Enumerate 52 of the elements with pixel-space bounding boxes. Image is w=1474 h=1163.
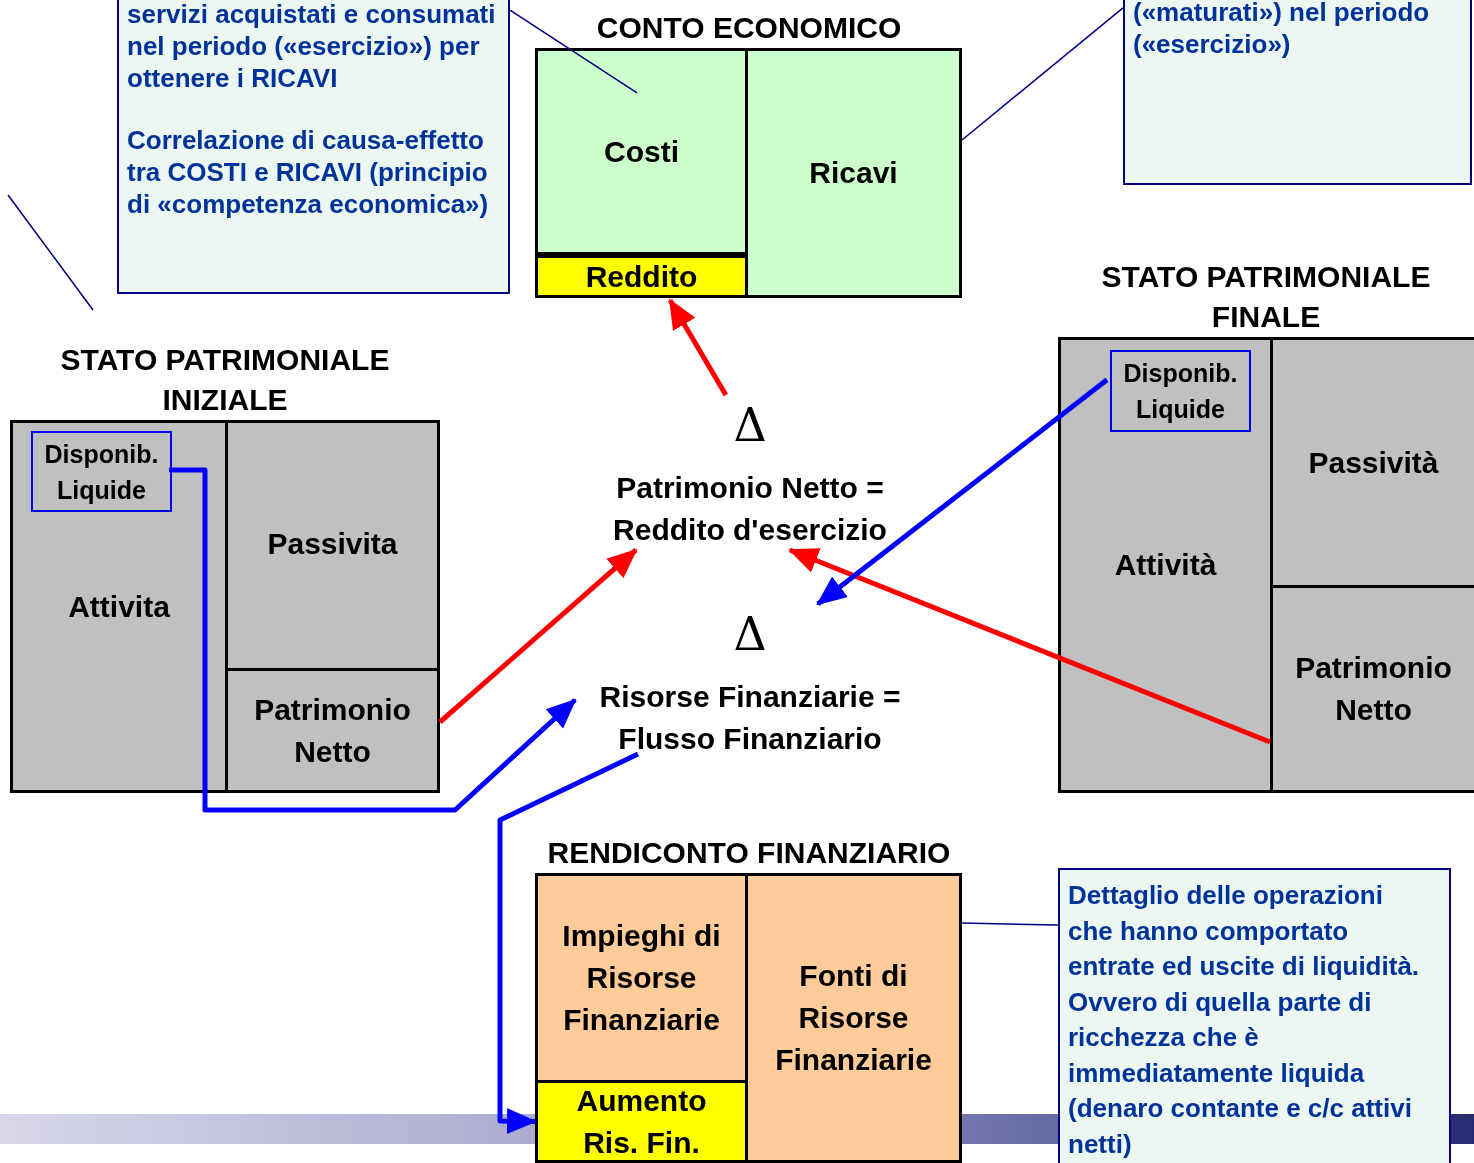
cell-label: Disponib. Liquide [43,438,160,506]
cell-label: Fonti di Risorse Finanziarie [774,958,933,1078]
table-section [535,48,748,255]
arrow [438,548,638,724]
delta-symbol: Δ [733,606,767,663]
cash-box [1110,350,1251,432]
table-title: CONTO ECONOMICO [596,10,902,46]
cell-label: Risorse Finanziarie = Flusso Finanziario [598,679,902,757]
cell-label: Attivita [68,588,170,625]
cell-label: Patrimonio Netto [253,691,412,770]
table-title: STATO PATRIMONIALE INIZIALE [59,342,391,418]
cell-label: Passivita [267,526,398,562]
leader-line [509,9,638,94]
cell-label: Reddito [585,258,698,295]
callout-box [117,0,510,294]
callout-text: servizi acquistati e consumati nel periodo («esercizio») per ottenere i RICAVI [127,0,497,94]
arrow [497,751,640,1135]
cell-label: Impieghi di Risorse Finanziarie [561,918,722,1038]
callout-box [1058,868,1451,1163]
table-section [1058,337,1273,793]
callout-text: Correlazione di causa-effetto tra COSTI e RICAVI (principio di «competenza economica») [127,124,490,220]
cell-label: Disponib. Liquide [1122,358,1239,425]
cell-label: Patrimonio Netto = Reddito d'esercizio [612,470,888,548]
result-bar [535,1080,748,1163]
arrow [667,298,728,397]
arrow [816,377,1109,606]
table-section [10,420,228,793]
cell-label: Attività [1114,547,1217,583]
cash-box [31,431,172,512]
cell-label: Patrimonio Netto [1294,650,1453,728]
table-section [225,668,440,793]
table-title: RENDICONTO FINANZIARIO [547,835,951,871]
delta-symbol: Δ [733,397,767,454]
callout-text: («maturati») nel periodo («esercizio») [1133,0,1430,59]
arrow [169,467,577,813]
cell-label: Costi [604,134,679,170]
callout-box [1123,0,1472,185]
leader-line [961,7,1124,141]
table-section [745,873,962,1163]
callout-text: Dettaglio delle operazioni che hanno comportato entrate ed uscite di liquidità. Ovvero di quella parte di ricchezza che è immediatamente liquida (denaro contante e c/c attivi netti) [1068,880,1420,1159]
result-bar [535,255,748,298]
table-section [1270,585,1474,793]
table-section [1270,337,1474,588]
arrow [788,547,1271,745]
leader-line [961,922,1059,926]
table-section [225,420,440,671]
cell-label: Passività [1308,444,1439,481]
cell-label: Aumento Ris. Fin. [575,1082,708,1161]
table-section [535,873,748,1083]
cell-label: Ricavi [809,155,898,191]
table-section [745,48,962,298]
table-title: STATO PATRIMONIALE FINALE [1100,259,1432,335]
